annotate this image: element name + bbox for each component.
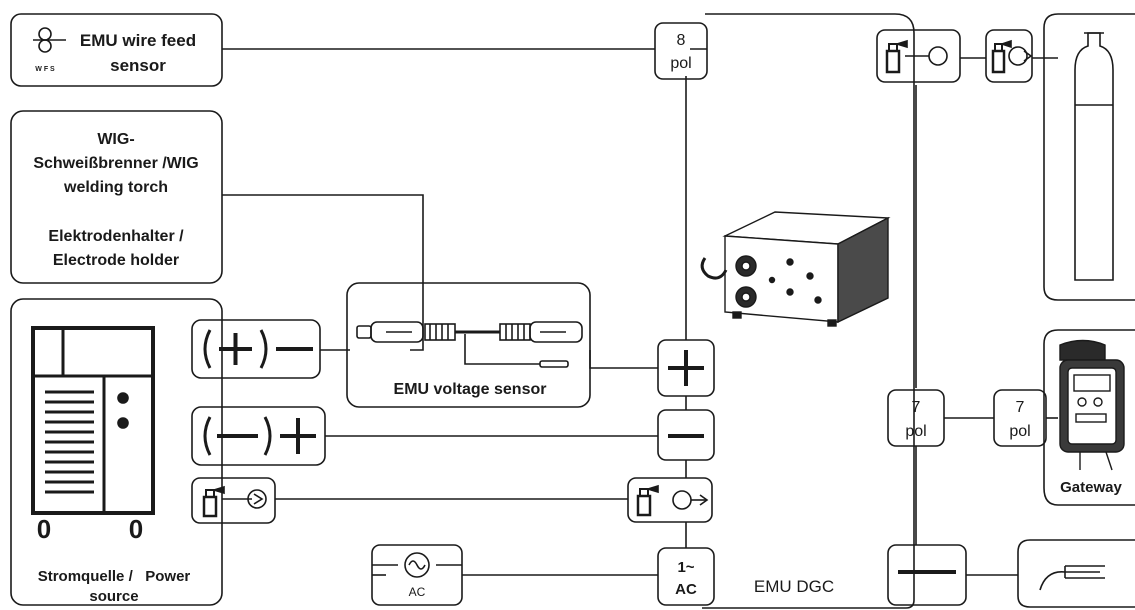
wfs-icon-text: W F S (35, 66, 55, 73)
voltage-sensor-cable-icon (356, 321, 583, 368)
pol7-box-a (887, 389, 945, 447)
power-source-machine-icon (31, 326, 155, 515)
gas-flow-box-left (191, 477, 276, 524)
pol7-box-b (993, 389, 1047, 447)
connection-lines (222, 48, 1058, 576)
torch-line-1: WIG- (97, 131, 134, 148)
pol7b-unit: pol (1009, 423, 1030, 440)
holder-line-1: Elektrodenhalter / (48, 228, 184, 245)
pol7a-number: 7 (912, 399, 921, 416)
wheel-right: 0 (129, 514, 143, 544)
emu-ac-line-2: AC (675, 581, 697, 598)
voltage-sensor-label: EMU voltage sensor (394, 381, 547, 398)
emu-dgc-device-illustration (700, 211, 891, 327)
ac-small-label: AC (409, 585, 426, 599)
wire-feed-sensor-icon (33, 27, 66, 53)
torch-line-2: Schweißbrenner /WIG (33, 155, 198, 172)
voltage-sensor-box (346, 282, 591, 408)
emu-minus-box (657, 409, 715, 461)
emu-dgc-label: EMU DGC (754, 577, 834, 596)
welding-torch-box (1017, 539, 1135, 608)
emu-ac-box (657, 547, 715, 606)
pol7a-unit: pol (905, 423, 926, 440)
emu-ac-line-1: 1~ (677, 559, 694, 576)
gateway-label: Gateway (1060, 479, 1122, 496)
gas-bottle-box (1043, 13, 1135, 301)
gas-flow-box-right-2 (985, 29, 1033, 83)
wfs-sensor-box (10, 13, 223, 87)
gas-bottle-flow-icon (202, 485, 267, 518)
torch-line-3: welding torch (63, 179, 168, 196)
gateway-box (1043, 329, 1135, 506)
line-sensor-to-plus (589, 350, 658, 369)
pol8-box (654, 22, 708, 80)
power-source-label-2: source (89, 588, 138, 605)
power-source-label-1: Stromquelle / Power (38, 568, 191, 585)
wfs-title-1: EMU wire feed (80, 31, 196, 50)
power-source-box (10, 298, 223, 606)
wfs-title-2: sensor (110, 56, 166, 75)
emu-gas-box (627, 477, 713, 523)
ac-source-box (371, 544, 463, 606)
wheel-left: 0 (37, 514, 51, 544)
ac-sine-icon (404, 552, 430, 578)
pol7b-number: 7 (1016, 399, 1025, 416)
emu-dgc-case (702, 13, 915, 609)
pol8-number: 8 (677, 32, 686, 49)
torch-holder-box (10, 110, 223, 284)
minus-plus-box (191, 406, 326, 466)
gateway-device-illustration (1059, 339, 1125, 471)
welding-torch-icon (1039, 565, 1105, 591)
emu-plus-box (657, 339, 715, 397)
pol8-unit: pol (670, 55, 691, 72)
gas-flow-box-right-1 (876, 29, 961, 83)
plus-minus-box (191, 319, 321, 379)
line-torch-to-sensor (222, 194, 424, 351)
right-minus-box (887, 544, 967, 606)
holder-line-2: Electrode holder (53, 252, 179, 269)
